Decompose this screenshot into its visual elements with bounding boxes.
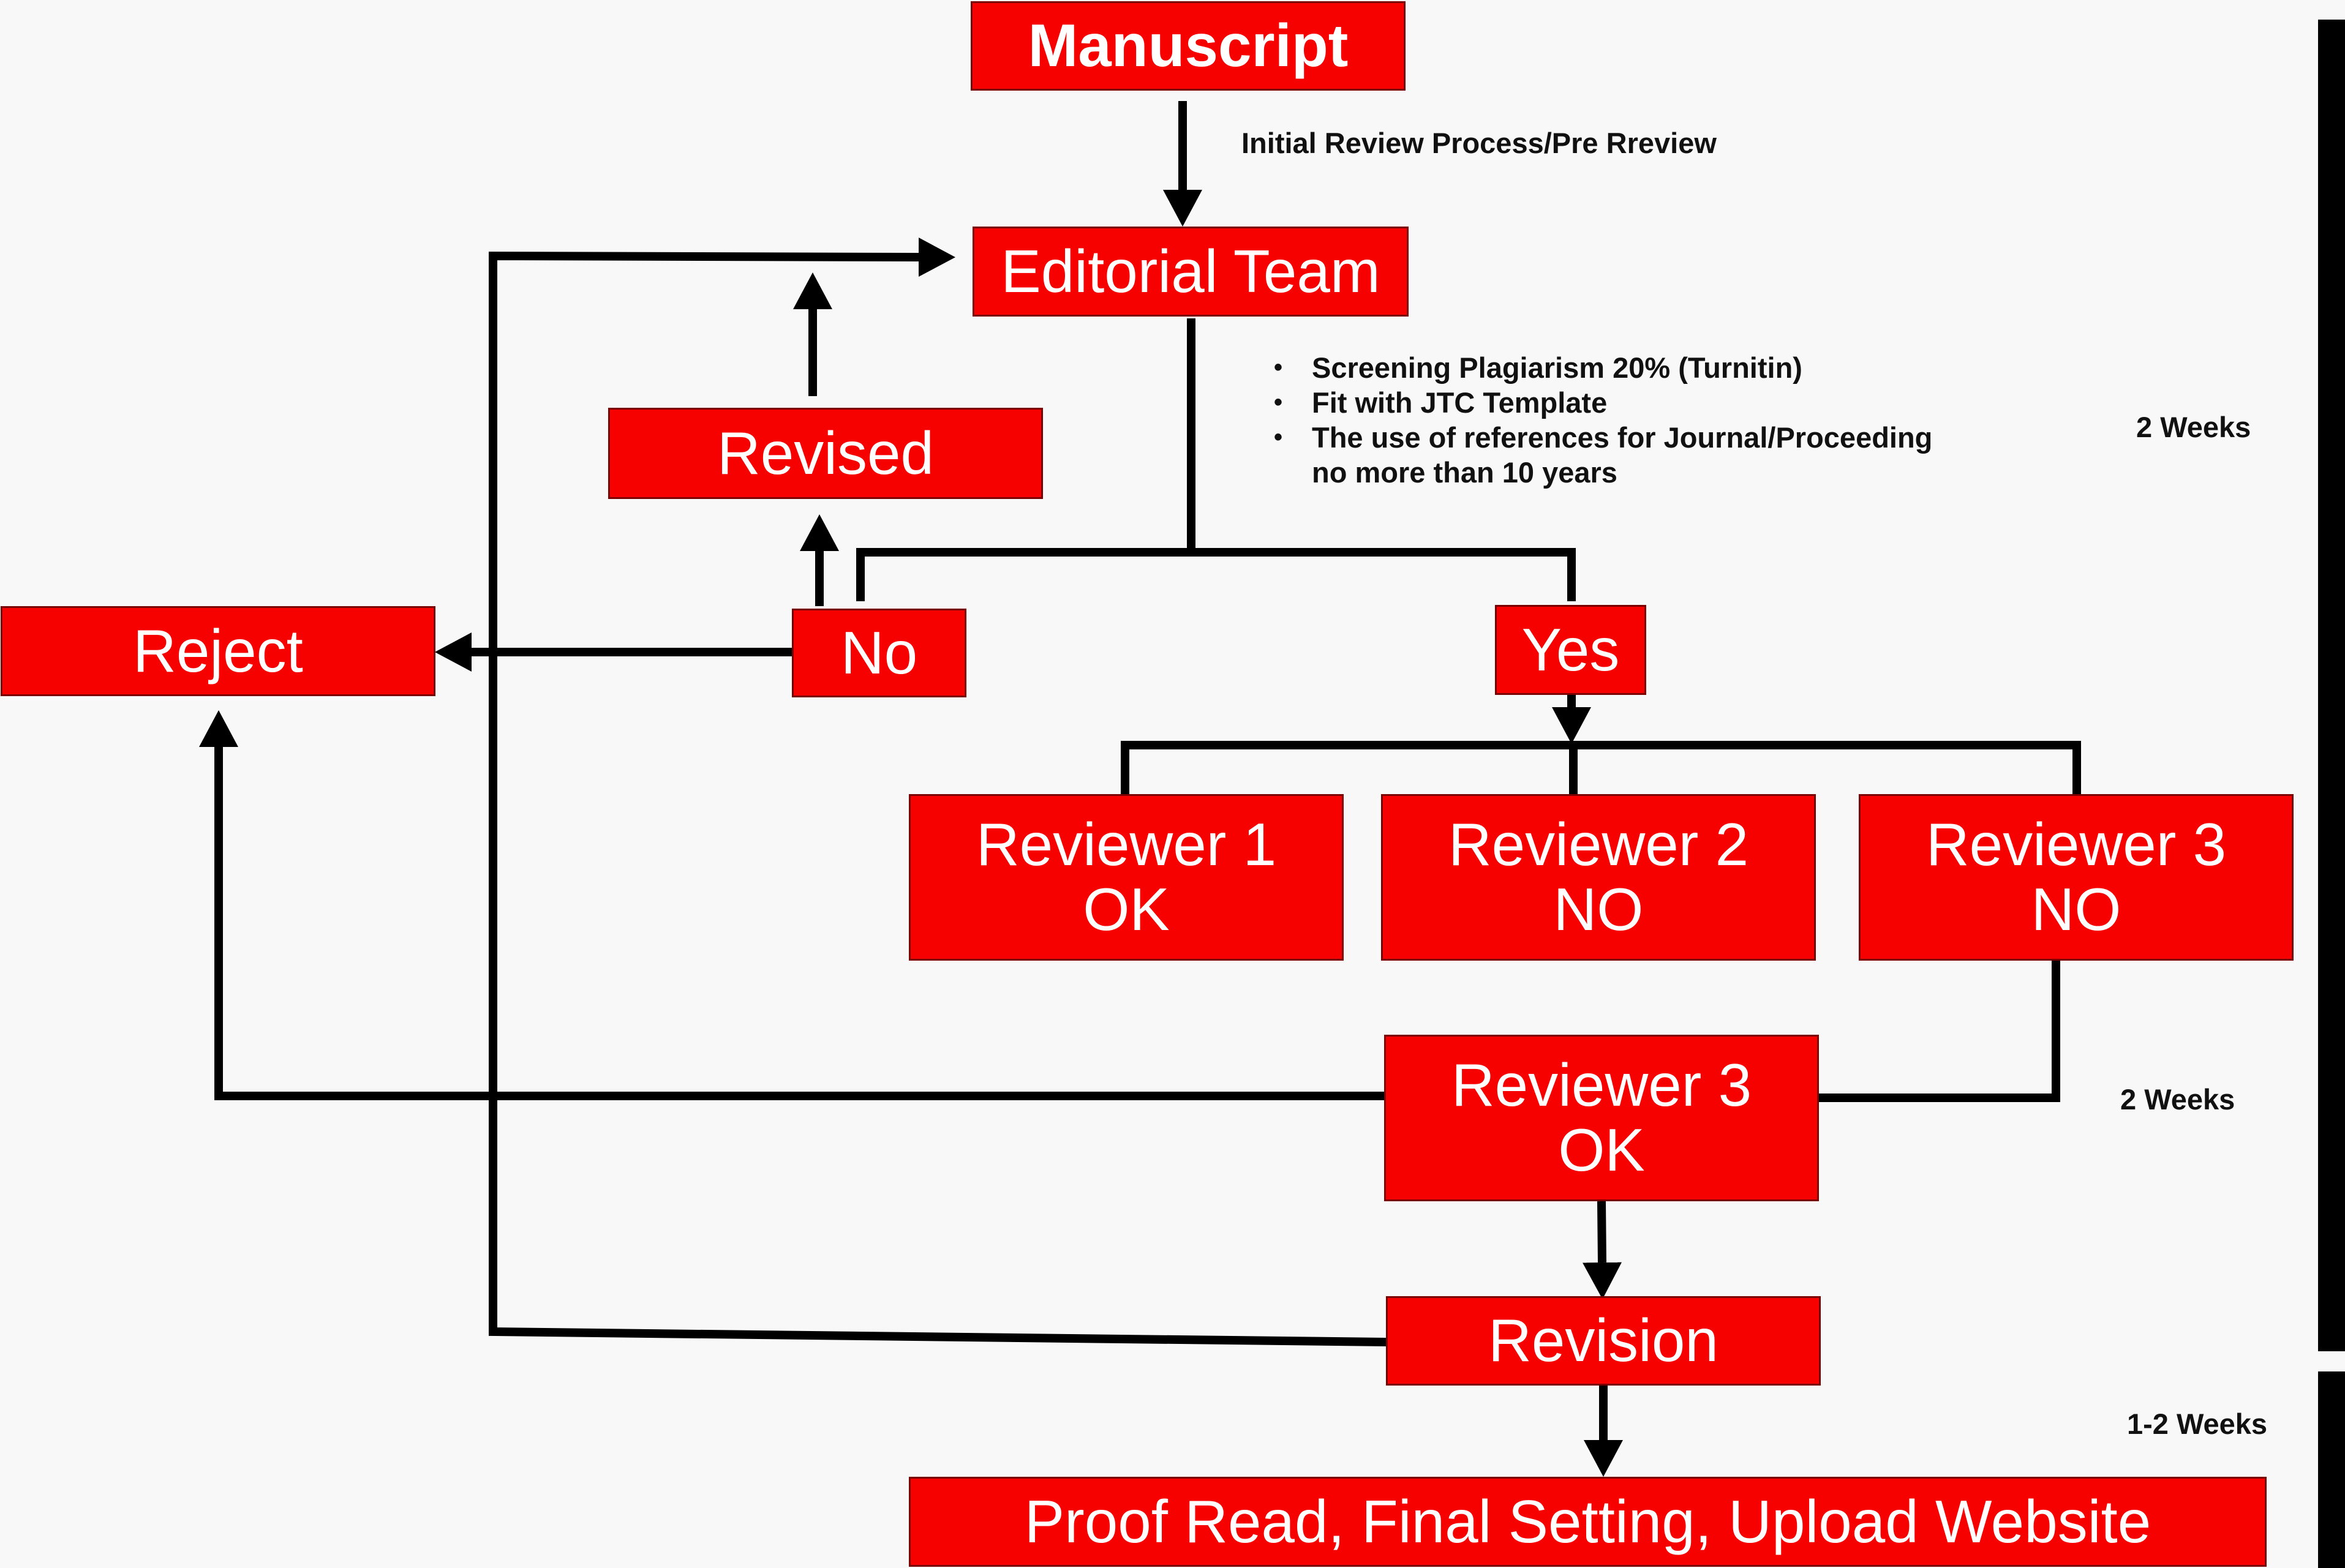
- node-reviewer-1-verdict: OK: [1083, 876, 1170, 943]
- node-yes: Yes: [1495, 605, 1646, 695]
- timeline-bar-upper: [2318, 20, 2345, 1351]
- arrow-revision-to-editorial: [489, 238, 1388, 1346]
- node-reviewer-3-second: Reviewer 3 OK: [1384, 1035, 1819, 1201]
- node-editorial-team-label: Editorial Team: [1001, 237, 1380, 305]
- line-split-no: [856, 548, 1191, 601]
- timeline-label-screening: 2 Weeks: [2136, 411, 2251, 443]
- screening-criteria-list: Screening Plagiarism 20% (Turnitin) Fit …: [1274, 350, 1932, 490]
- criteria-item: Fit with JTC Template: [1274, 385, 1932, 420]
- node-reviewer-2-verdict: NO: [1553, 876, 1644, 943]
- node-final: Proof Read, Final Setting, Upload Websit…: [909, 1477, 2267, 1567]
- timeline-bar-lower: [2318, 1371, 2345, 1568]
- node-editorial-team: Editorial Team: [973, 227, 1409, 317]
- node-revision-label: Revision: [1488, 1307, 1718, 1375]
- node-reviewer-3: Reviewer 3 NO: [1859, 794, 2294, 961]
- node-reviewer-1: Reviewer 1 OK: [909, 794, 1344, 961]
- line-split-yes: [1191, 548, 1576, 601]
- node-reviewer-3-verdict: NO: [2031, 876, 2121, 943]
- node-manuscript-label: Manuscript: [1028, 12, 1349, 80]
- arrow-reviewer3b-to-reject: [199, 710, 1385, 1100]
- criteria-item: The use of references for Journal/Procee…: [1274, 420, 1932, 455]
- node-reviewer-2: Reviewer 2 NO: [1381, 794, 1816, 961]
- node-reviewer-1-name: Reviewer 1: [976, 811, 1277, 879]
- node-manuscript: Manuscript: [971, 1, 1406, 91]
- criteria-item: Screening Plagiarism 20% (Turnitin): [1274, 350, 1932, 385]
- node-no-label: No: [840, 618, 918, 686]
- node-reject-label: Reject: [133, 617, 303, 685]
- node-reviewer-2-name: Reviewer 2: [1448, 811, 1749, 879]
- node-revision: Revision: [1386, 1296, 1821, 1386]
- node-reject: Reject: [1, 606, 435, 696]
- timeline-label-final: 1-2 Weeks: [2127, 1408, 2268, 1440]
- node-reviewer-3-second-name: Reviewer 3: [1451, 1051, 1752, 1119]
- initial-review-label: Initial Review Process/Pre Rreview: [1241, 127, 1717, 159]
- node-final-label: Proof Read, Final Setting, Upload Websit…: [1024, 1487, 2151, 1555]
- line-reviewer3-to-reviewer3b: [1819, 959, 2060, 1102]
- node-reviewer-3-second-verdict: OK: [1558, 1116, 1645, 1184]
- timeline-label-review: 2 Weeks: [2120, 1083, 2235, 1116]
- node-no: No: [792, 609, 966, 697]
- line-reviewer-bus: [1121, 741, 2081, 795]
- node-yes-label: Yes: [1521, 615, 1620, 683]
- node-reviewer-3-name: Reviewer 3: [1925, 811, 2227, 879]
- node-revised: Revised: [608, 408, 1043, 499]
- criteria-item-continuation: no more than 10 years: [1312, 456, 1617, 489]
- node-revised-label: Revised: [717, 419, 935, 487]
